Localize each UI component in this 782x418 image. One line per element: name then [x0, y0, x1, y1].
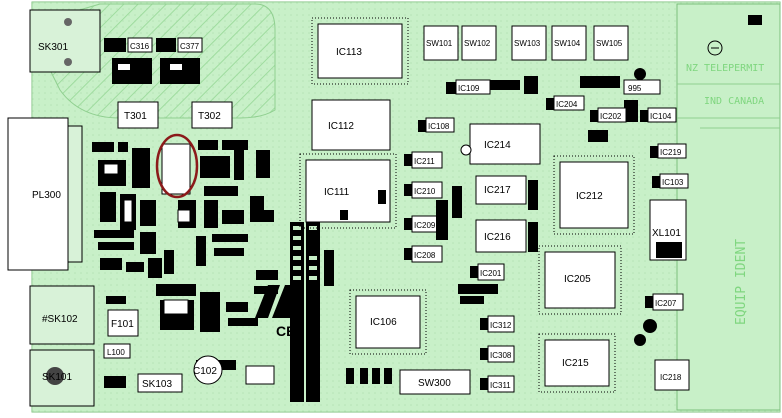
xl101-label: XL101: [652, 228, 681, 239]
ic112-label: IC112: [328, 121, 354, 132]
c102-label: C102: [193, 366, 217, 377]
l100-label: L100: [107, 348, 125, 357]
highlighted-component: [161, 143, 191, 195]
sk301-label: SK301: [38, 42, 68, 53]
ic216: [475, 219, 527, 253]
ic109-label: IC109: [458, 84, 480, 93]
ic214-label: IC214: [484, 140, 511, 151]
ic219-label: IC219: [660, 148, 682, 157]
ic212: [559, 161, 629, 229]
c377-label: C377: [180, 42, 200, 51]
ic113-label: IC113: [336, 47, 362, 58]
f101: [107, 309, 139, 337]
sw300-label: SW300: [418, 378, 451, 389]
ic210-label: IC210: [414, 187, 436, 196]
sk103: [137, 373, 183, 393]
nz-telepermit-label: NZ TELEPERMIT: [686, 63, 764, 74]
ic202-label: IC202: [600, 112, 622, 121]
ic212-label: IC212: [576, 191, 603, 202]
screw-hole-icon: [707, 40, 723, 56]
sw102: [461, 25, 497, 61]
sw104-label: SW104: [554, 39, 581, 48]
ic112: [311, 99, 391, 151]
logo-mark: [255, 285, 290, 318]
ic205: [544, 251, 616, 309]
ic209-label: IC209: [414, 221, 436, 230]
ic205-label: IC205: [564, 274, 591, 285]
sw105: [593, 25, 629, 61]
ic311-label: IC311: [490, 381, 511, 390]
ic218: [654, 359, 690, 391]
t302-label: T302: [198, 111, 221, 122]
f101-label: F101: [111, 319, 134, 330]
ic106: [355, 295, 421, 349]
ic214: [469, 123, 541, 165]
ic216-label: IC216: [484, 232, 511, 243]
sw104: [551, 25, 587, 61]
sw105-label: SW105: [596, 39, 623, 48]
ic308-label: IC308: [490, 351, 512, 360]
right-panel: [676, 3, 781, 411]
ic103-label: IC103: [662, 178, 684, 187]
ic215: [544, 339, 610, 387]
pl300-label: PL300: [32, 190, 61, 201]
highlight-ellipse: [155, 133, 199, 199]
ic113: [317, 23, 403, 79]
ind-canada-label: IND CANADA: [704, 96, 764, 107]
ic208-label: IC208: [414, 251, 436, 260]
t301: [117, 101, 159, 129]
ic106-label: IC106: [370, 317, 397, 328]
equip-ident-label: EQUIP IDENT: [734, 239, 749, 325]
ic217: [475, 175, 527, 205]
c102: [193, 355, 223, 385]
ic204-label: IC204: [556, 100, 578, 109]
ic108-label: IC108: [428, 122, 450, 131]
ic111-label: IC111: [324, 187, 350, 198]
l100: [103, 343, 131, 359]
sw101: [423, 25, 459, 61]
ic215-label: IC215: [562, 358, 589, 369]
ic207-label: IC207: [655, 299, 677, 308]
c316-label: C316: [130, 42, 150, 51]
connector-sk102: [29, 285, 95, 345]
sw103-label: SW103: [514, 39, 541, 48]
sw102-label: SW102: [464, 39, 491, 48]
code-995-label: 995: [628, 84, 642, 93]
sw103: [511, 25, 547, 61]
t301-label: T301: [124, 111, 147, 122]
sw101-label: SW101: [426, 39, 453, 48]
sk103-label: SK103: [142, 379, 172, 390]
ic218-label: IC218: [660, 373, 682, 382]
sw300: [399, 369, 471, 395]
sk101-label: SK101: [42, 372, 72, 383]
ic211-label: IC211: [414, 157, 435, 166]
ic201-label: IC201: [480, 269, 502, 278]
sk102-label: #SK102: [42, 314, 78, 325]
ic104-label: IC104: [650, 112, 672, 121]
ic312-label: IC312: [490, 321, 512, 330]
t302: [191, 101, 233, 129]
ic217-label: IC217: [484, 185, 511, 196]
